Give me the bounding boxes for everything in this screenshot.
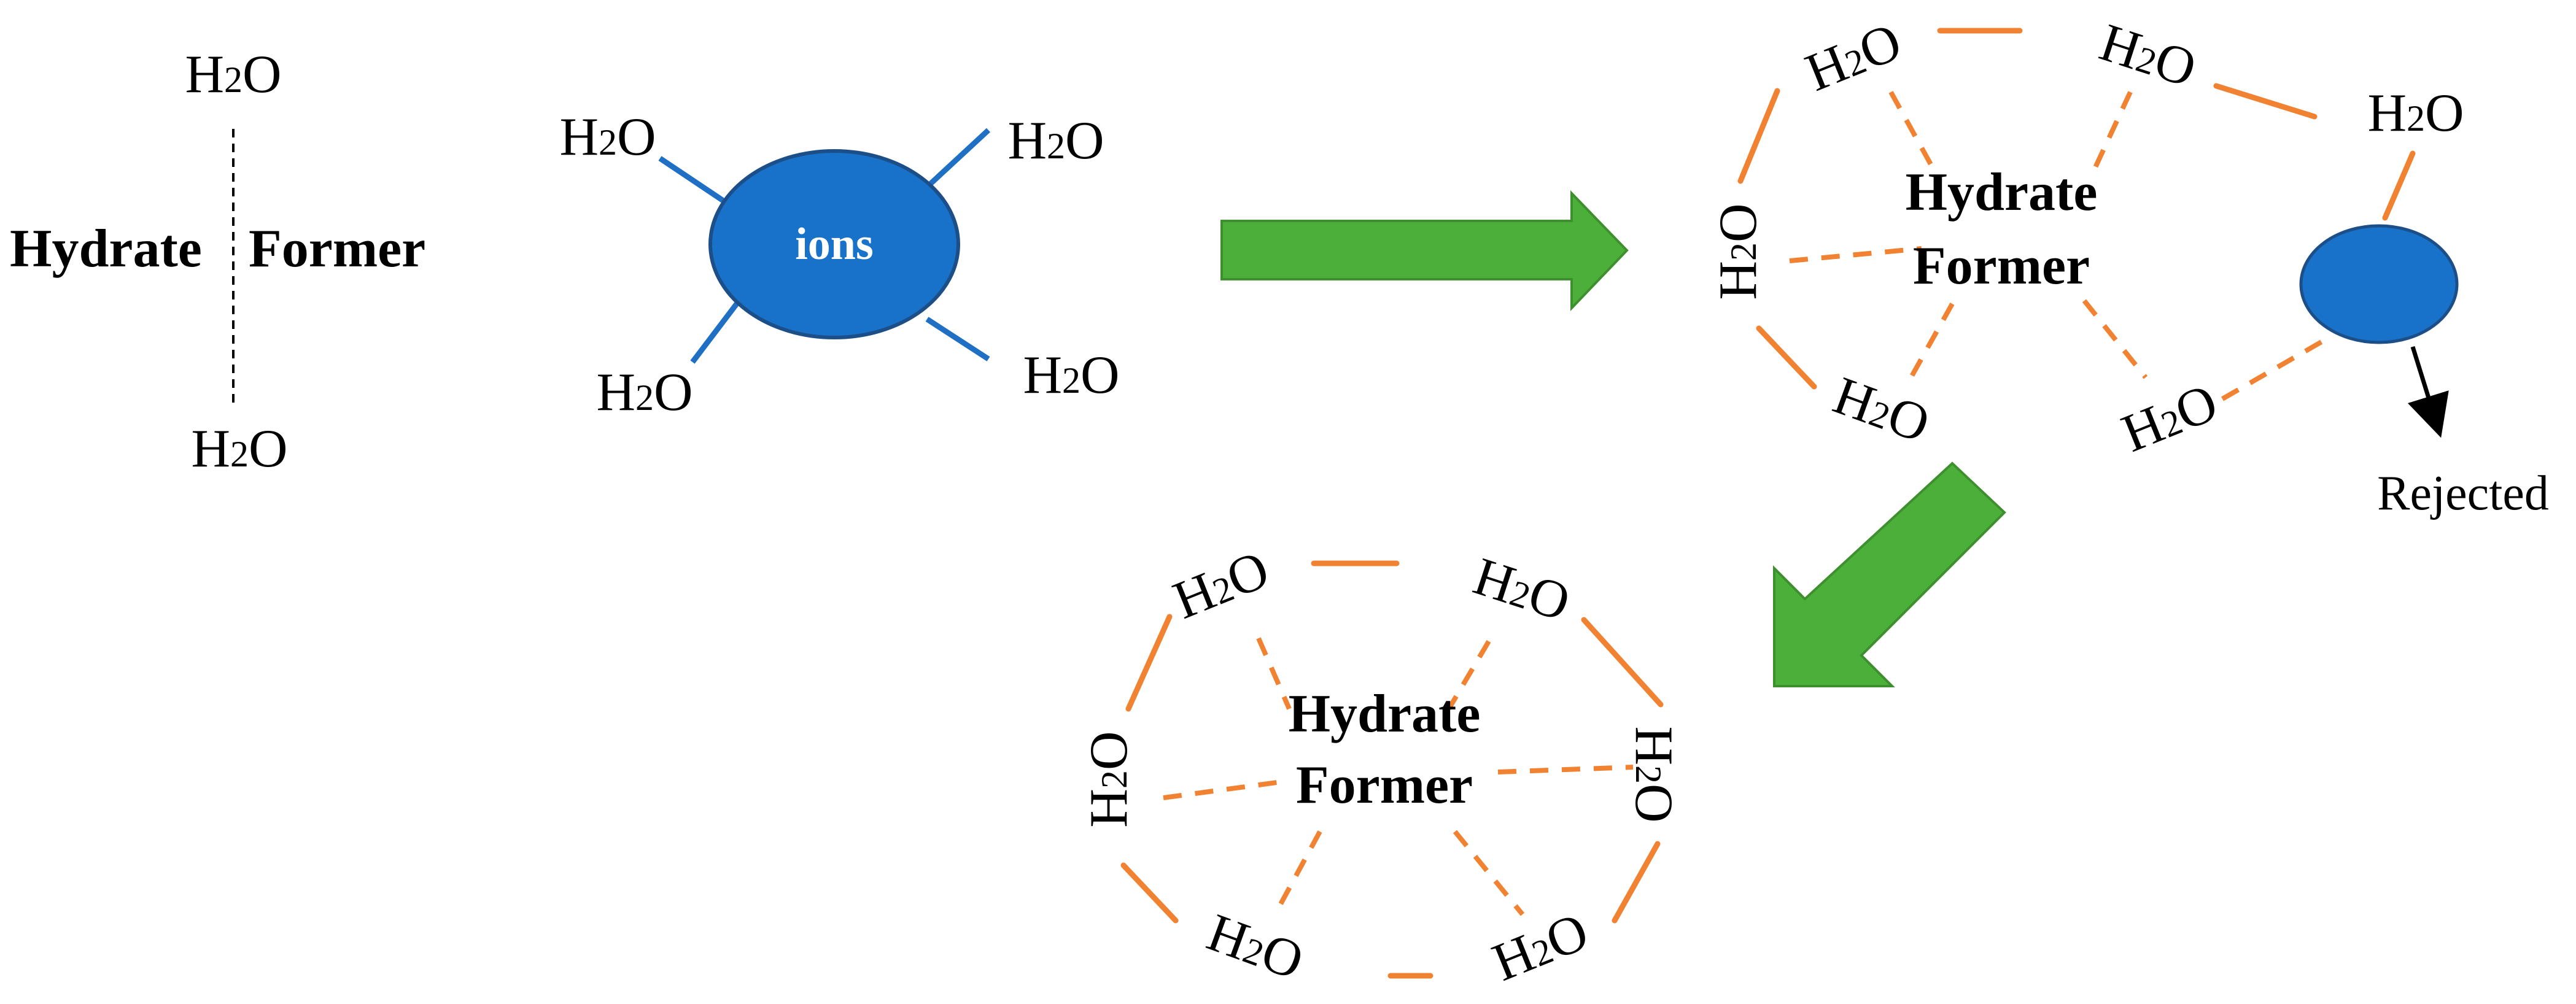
water-molecule-cage3-bottom-left: H2O — [1826, 366, 1937, 455]
cage3-dash-top-right — [2088, 91, 2133, 179]
cage3-dash-left — [1789, 246, 1922, 263]
cage4-bond-bottom-left — [1120, 862, 1179, 924]
cage4-bond-bottom-right — [1612, 841, 1661, 924]
water-molecule-ion-top-left: H2O — [559, 107, 656, 167]
water-molecule-ion-bottom-left: H2O — [596, 363, 692, 422]
water-molecule-cage3-left: H2O — [1709, 203, 1768, 299]
ion-bond-top-right — [928, 128, 991, 187]
cage3-bond-top-right — [2213, 83, 2318, 120]
cage4-dash-left — [1163, 780, 1278, 800]
water-molecule-cage3-top-left: H2O — [1798, 12, 1909, 103]
water-molecule-cage4-top-left: H2O — [1165, 539, 1277, 631]
hydrate-former-label-center: Hydrate — [1906, 163, 2098, 222]
panel-cage-forming: Hydrate Former H2O H2O H2O H2O H2O H2O R… — [1709, 12, 2549, 520]
hydrate-former-label-bottom: Hydrate — [1289, 684, 1481, 744]
water-molecule-cage4-top-right: H2O — [1467, 546, 1577, 633]
hydrate-former-label-center-line2: Former — [1913, 236, 2090, 296]
water-molecule-ion-top-right: H2O — [1007, 111, 1104, 171]
water-molecule-cage4-left: H2O — [1079, 731, 1139, 827]
cage3-bond-left-lower — [1756, 325, 1817, 390]
cage3-dash-to-ion — [2221, 338, 2325, 401]
water-molecule-cage3-top-right: H2O — [2093, 12, 2203, 99]
cage4-bond-top-right — [1581, 617, 1664, 708]
right-arrow-icon — [1220, 190, 1629, 311]
hydrate-former-label-bottom-line2: Former — [1296, 755, 1473, 815]
cage3-dash-bottom-right — [2082, 299, 2148, 379]
ion-ellipse — [708, 149, 960, 339]
cage4-dash-bottom-right — [1453, 830, 1525, 916]
cage4-dash-top-right — [1446, 639, 1491, 711]
cage3-dash-top-left — [1888, 91, 1942, 182]
cage3-bond-left-upper — [1737, 88, 1780, 184]
down-left-arrow-icon — [1773, 461, 2006, 687]
ion-bond-top-left — [658, 156, 732, 208]
hydrate-former-label-left: Hydrate Former — [10, 219, 425, 279]
ions-label: ions — [795, 219, 874, 269]
ion-bond-bottom-right — [925, 317, 990, 361]
panel-complete-cage: Hydrate Former H2O H2O H2O H2O H2O H2O — [1079, 539, 1683, 993]
cage4-dash-top-left — [1256, 637, 1292, 710]
cage3-dash-bottom-left — [1907, 303, 1955, 382]
panel-free-water: H2O Hydrate Former H2O — [10, 45, 425, 479]
rejected-label: Rejected — [2377, 466, 2549, 520]
water-molecule-cage4-right: H2O — [1624, 726, 1683, 822]
water-molecule-cage4-bottom-right: H2O — [1484, 902, 1596, 993]
arrow-down-icon — [2407, 346, 2449, 438]
ion-bond-bottom-left — [690, 302, 739, 364]
cage4-dash-bottom-left — [1278, 830, 1322, 906]
water-molecule-top: H2O — [185, 45, 281, 104]
water-molecule-cage4-bottom-left: H2O — [1200, 903, 1311, 992]
water-molecule-cage3-right: H2O — [2367, 83, 2464, 143]
panel-ion-hydration: ions H2O H2O H2O H2O — [559, 107, 1119, 422]
cage4-bond-top-left — [1125, 614, 1173, 712]
cage3-bond-right — [2382, 150, 2416, 221]
rejected-ion — [2299, 224, 2459, 344]
cage4-dash-right — [1497, 765, 1634, 774]
water-molecule-cage3-bottom-right: H2O — [2114, 373, 2225, 464]
water-molecule-ion-bottom-right: H2O — [1023, 346, 1119, 405]
water-molecule-bottom: H2O — [191, 419, 287, 479]
